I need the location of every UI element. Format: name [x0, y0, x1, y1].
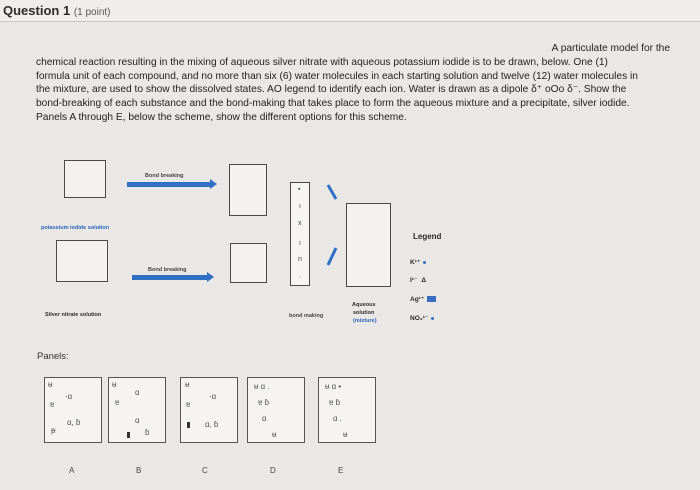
- panel-glyph: ɑ .: [333, 414, 342, 423]
- panel-glyph: ɑ: [135, 416, 140, 425]
- aqueous-label-3: (mixture): [353, 318, 377, 324]
- panel-label-b: B: [136, 466, 142, 475]
- legend-ag-label: Ag¹⁺: [410, 296, 425, 303]
- panel-b[interactable]: ᵾ ɐ ɑ ɑ ɓ: [108, 377, 166, 443]
- bond-breaking-bottom-label: Bond breaking: [148, 267, 187, 273]
- panel-a[interactable]: ᵾ ɐ -ɑ ɑ, ɓ ᵽ: [44, 377, 102, 443]
- k-dot-icon: [423, 260, 427, 264]
- upper-merge-arrow: [326, 184, 338, 200]
- panel-glyph: ᵾ: [112, 380, 117, 389]
- panel-glyph: ᵾ ɑ .: [254, 382, 270, 391]
- panel-glyph: ɓ: [145, 428, 150, 437]
- aqueous-label-1: Aqueous: [352, 302, 376, 308]
- lower-merge-arrow: [326, 247, 338, 266]
- panel-glyph: ɑ: [262, 414, 267, 423]
- ion-mark: ı: [299, 203, 301, 210]
- legend-no3-label: NO₃¹⁻: [410, 315, 429, 322]
- panel-glyph: -ɑ: [209, 392, 217, 401]
- dissociated-agno3-box: [230, 243, 267, 283]
- ion-mark: ▪: [298, 186, 301, 193]
- question-header: Question 1 (1 point): [0, 0, 700, 22]
- legend-i-label: I¹⁻: [410, 277, 418, 284]
- aqueous-mixture-box: [346, 203, 391, 287]
- ki-solution-box: [64, 160, 106, 198]
- panel-glyph: ɑ, ɓ: [205, 420, 219, 429]
- panel-glyph: ᵾ: [343, 430, 348, 439]
- prompt-line-4: bond-breaking of each substance and the …: [36, 98, 630, 110]
- panel-label-a: A: [69, 466, 75, 475]
- panel-glyph: ɑ: [135, 388, 140, 397]
- panel-label-c: C: [202, 466, 208, 475]
- panel-glyph: ᵾ: [272, 430, 277, 439]
- bond-breaking-top-arrow: [127, 179, 217, 189]
- panel-glyph: ᵾ: [48, 380, 53, 389]
- panel-glyph: ᵾ: [185, 380, 190, 389]
- bond-making-label: bond making: [289, 313, 324, 319]
- ion-mark: ı: [299, 240, 301, 247]
- legend-title: Legend: [413, 232, 442, 241]
- panel-glyph: ɐ: [186, 400, 191, 409]
- question-points: (1 point): [73, 7, 111, 18]
- panel-glyph: ɐ: [115, 398, 120, 407]
- question-prompt: A particulate model for the chemical rea…: [36, 42, 696, 125]
- ion-strip-box: [290, 182, 310, 286]
- prompt-line-5: Panels A through E, below the scheme, sh…: [36, 111, 407, 123]
- legend-i: I¹⁻Δ: [410, 276, 426, 284]
- no3-dot-icon: [431, 316, 435, 320]
- ion-mark: n: [298, 256, 302, 263]
- silver-nitrate-box: [56, 240, 108, 282]
- panel-d[interactable]: ᵾ ɑ . ɐ ɓ ɑ ᵾ: [247, 377, 305, 443]
- panel-label-e: E: [338, 466, 344, 475]
- legend-ag: Ag¹⁺: [410, 295, 437, 303]
- aqueous-label-2: solution: [353, 310, 375, 316]
- prompt-line-1: chemical reaction resulting in the mixin…: [36, 56, 608, 68]
- silver-nitrate-label: Silver nitrate solution: [45, 312, 102, 318]
- ion-mark: x: [298, 220, 302, 227]
- dissociated-ki-box: [229, 164, 267, 216]
- bond-breaking-top-label: Bond breaking: [145, 173, 184, 179]
- legend-k-label: K¹⁺: [410, 259, 421, 266]
- panel-glyph: -ɑ: [65, 392, 73, 401]
- panels-title: Panels:: [37, 351, 69, 362]
- panel-bar: [127, 432, 130, 438]
- ion-mark: ·: [299, 274, 302, 281]
- panel-glyph: ɐ: [50, 400, 55, 409]
- panel-glyph: ɐ ɓ: [329, 398, 341, 407]
- panel-label-d: D: [270, 466, 276, 475]
- ag-square-icon: [427, 296, 437, 303]
- panel-glyph: ɑ, ɓ: [67, 418, 81, 427]
- i-triangle-icon: Δ: [421, 277, 427, 284]
- panel-e[interactable]: ᵾ ɑ ▪ ɐ ɓ ɑ . ᵾ: [318, 377, 376, 443]
- prompt-line-2: formula unit of each compound, and no mo…: [36, 70, 638, 82]
- bond-breaking-bottom-arrow: [132, 272, 214, 282]
- panel-glyph: ᵾ ɑ ▪: [325, 382, 342, 391]
- panel-glyph: ᵽ: [51, 426, 56, 435]
- legend-no3: NO₃¹⁻: [410, 314, 435, 322]
- ki-solution-label: potassium iodide solution: [41, 225, 110, 231]
- legend-k: K¹⁺: [410, 258, 427, 266]
- panel-glyph: ɐ ɓ: [258, 398, 270, 407]
- panel-bar: [187, 422, 190, 428]
- question-title-text: Question 1: [3, 3, 71, 18]
- panel-c[interactable]: ᵾ ɐ -ɑ ɑ, ɓ: [180, 377, 238, 443]
- prompt-line-0: A particulate model for the: [551, 43, 670, 54]
- question-title: Question 1 (1 point): [3, 3, 111, 18]
- prompt-line-3: the mixture, are used to show the dissol…: [36, 84, 627, 96]
